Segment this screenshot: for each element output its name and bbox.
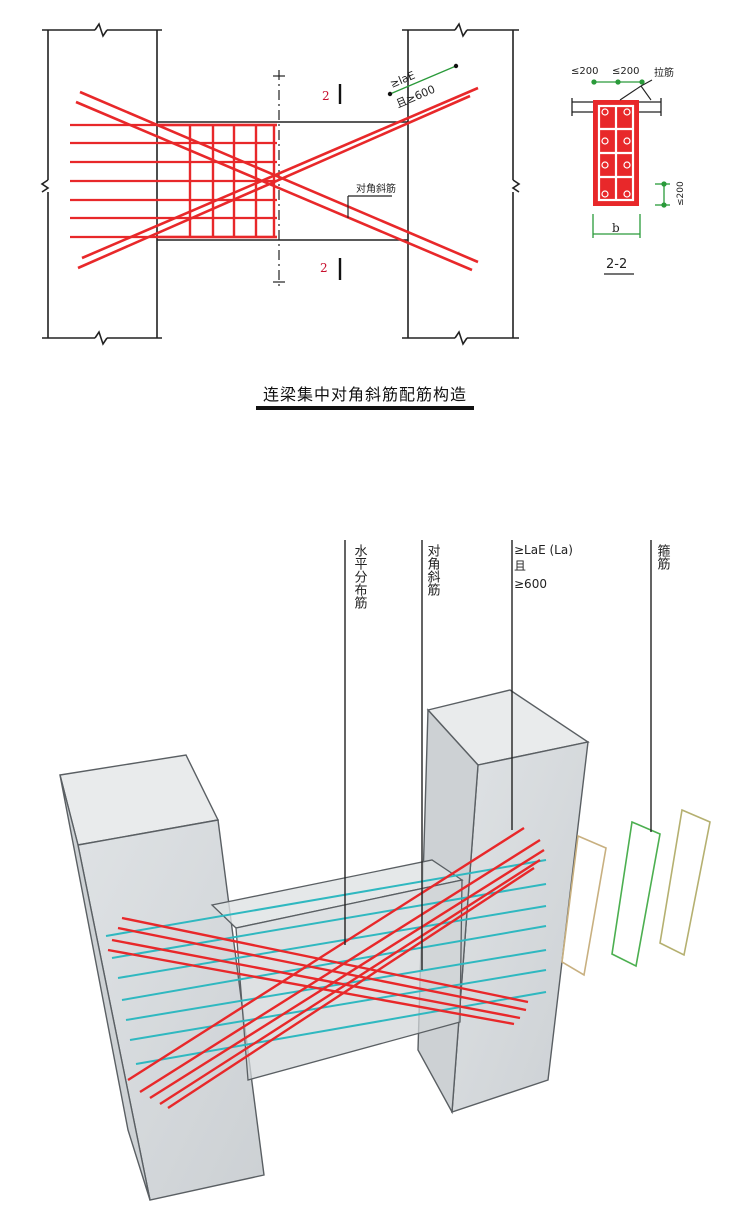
label-stirrup: 箍筋 [655,543,671,570]
section-title: 2-2 [606,257,627,272]
elevation-drawing: 2 2 [40,22,521,346]
coupling-beam-outline [157,121,408,241]
label-diagonal: 对角斜筋 [425,544,441,596]
model-3d [59,540,711,1201]
stirrups-3d [561,808,711,977]
figure-caption: 连梁集中对角斜筋配筋构造 [262,385,467,404]
section-vertical-spacing: ≤200 [676,181,686,206]
diagonal-rebars-3d [107,826,545,1110]
section-width-label: b [612,221,620,235]
section-mark-top: 2 [322,89,330,103]
diagonal-label: 对角斜筋 [356,182,396,195]
section-spacing-left: ≤200 [571,66,598,77]
right-wall [402,22,521,346]
section-tie-label: 拉筋 [654,66,674,79]
anchorage-dimension [387,63,459,97]
label-anchor-3: ≥600 [514,577,547,591]
left-wall [40,22,162,346]
label-anchor-1: ≥LaE (La) [514,543,573,557]
label-horizontal-distribution: 水平分布筋 [352,544,368,609]
leader-lines [344,540,652,970]
anchorage-label-1: ≥laE [388,69,417,91]
section-spacing-right: ≤200 [612,66,639,77]
diagonal-leader [347,195,392,218]
section-mark-bottom: 2 [320,261,328,275]
caption-underline [256,406,474,410]
left-column [59,754,265,1201]
horizontal-rebars [70,123,277,239]
label-anchor-2: 且 [514,559,526,573]
diagonal-rebars [75,86,479,272]
section-2-2: ≤200 ≤200 拉筋 ≤200 b 2-2 [571,66,686,275]
